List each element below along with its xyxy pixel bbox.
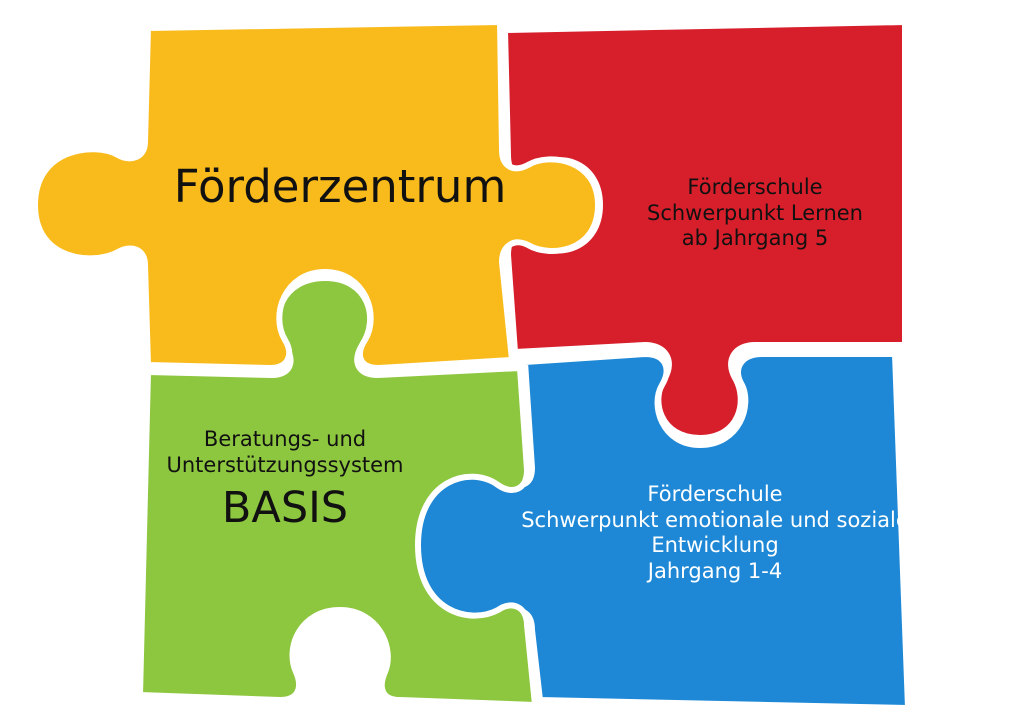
green-piece-label: Beratungs- und Unterstützungssystem BASI… (135, 427, 435, 535)
blue-piece-label: Förderschule Schwerpunkt emotionale und … (465, 482, 965, 584)
red-piece-label: Förderschule Schwerpunkt Lernen ab Jahrg… (605, 175, 905, 252)
green-piece-title: BASIS (221, 483, 349, 534)
yellow-piece-title: Förderzentrum (173, 160, 507, 213)
yellow-puzzle-piece (32, 19, 601, 371)
red-piece-line-1: Förderschule (687, 175, 823, 199)
blue-piece-line-2: Schwerpunkt emotionale und soziale (521, 507, 909, 532)
red-piece-line-3: ab Jahrgang 5 (681, 226, 829, 251)
green-piece-line-2: Unterstützungssystem (166, 452, 404, 477)
red-piece-line-2: Schwerpunkt Lernen (647, 200, 863, 225)
blue-piece-line-3: Entwicklung (651, 533, 779, 558)
blue-piece-line-1: Förderschule (647, 482, 783, 506)
green-piece-line-1: Beratungs- und (203, 427, 367, 451)
blue-piece-line-4: Jahrgang 1-4 (647, 558, 783, 583)
green-puzzle-piece (137, 275, 538, 708)
yellow-piece-label: Förderzentrum (140, 160, 540, 215)
